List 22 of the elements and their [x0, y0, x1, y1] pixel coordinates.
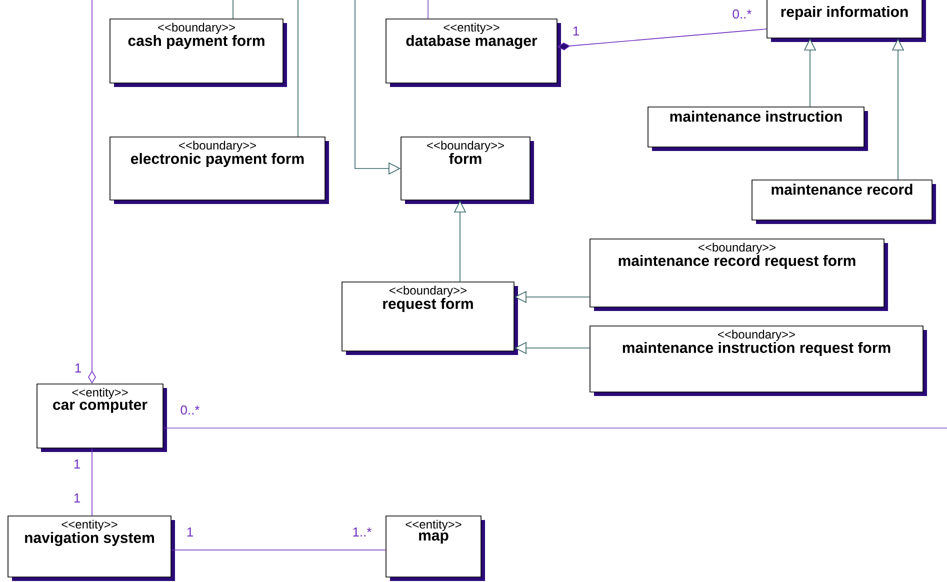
- class-box: <<boundary>> maintenance record request form: [590, 238, 888, 311]
- class-box: <<entity>> navigation system: [8, 516, 175, 581]
- class-box: <<boundary>> maintenance instruction request form: [590, 326, 927, 396]
- connector-line: [232, 0, 234, 19]
- class-box: <<boundary>> request form: [342, 282, 518, 355]
- class-box: maintenance record: [752, 180, 936, 224]
- multiplicity-label: 0..*: [732, 9, 752, 19]
- class-box: <<boundary>> form: [400, 136, 534, 204]
- class-box: <<boundary>> electronic payment form: [110, 136, 329, 204]
- class-box: <<entity>> database manager: [386, 18, 561, 87]
- multiplicity-label: 1: [187, 528, 193, 536]
- multiplicity-label: 1: [74, 494, 80, 502]
- class-box: maintenance instruction: [648, 106, 868, 151]
- multiplicity-label: 1..*: [353, 528, 372, 536]
- multiplicity-label: 0..*: [180, 405, 200, 415]
- multiplicity-label: 1: [74, 460, 80, 468]
- multiplicity-label: 1: [573, 26, 579, 36]
- multiplicity-label: 1: [75, 364, 81, 372]
- class-box: repair information: [766, 0, 926, 42]
- class-box: <<entity>> car computer: [36, 384, 167, 452]
- class-box: <<entity>> map: [386, 516, 485, 581]
- class-box: <<boundary>> cash payment form: [110, 18, 287, 87]
